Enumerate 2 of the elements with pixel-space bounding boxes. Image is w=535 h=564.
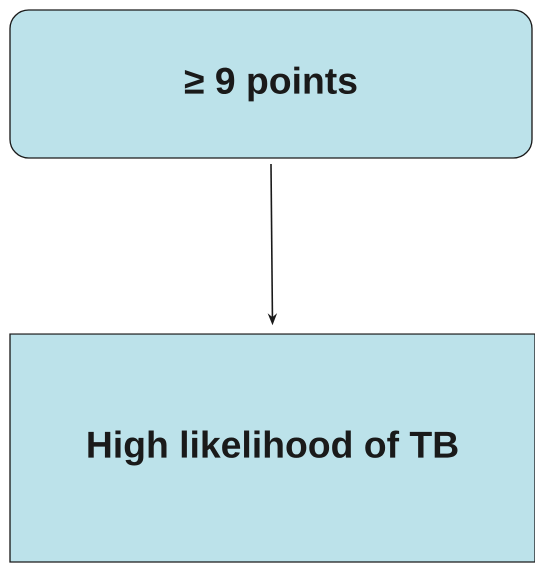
process-box: High likelihood of TB [9, 333, 535, 563]
process-box: ≥ 9 points [9, 9, 533, 159]
